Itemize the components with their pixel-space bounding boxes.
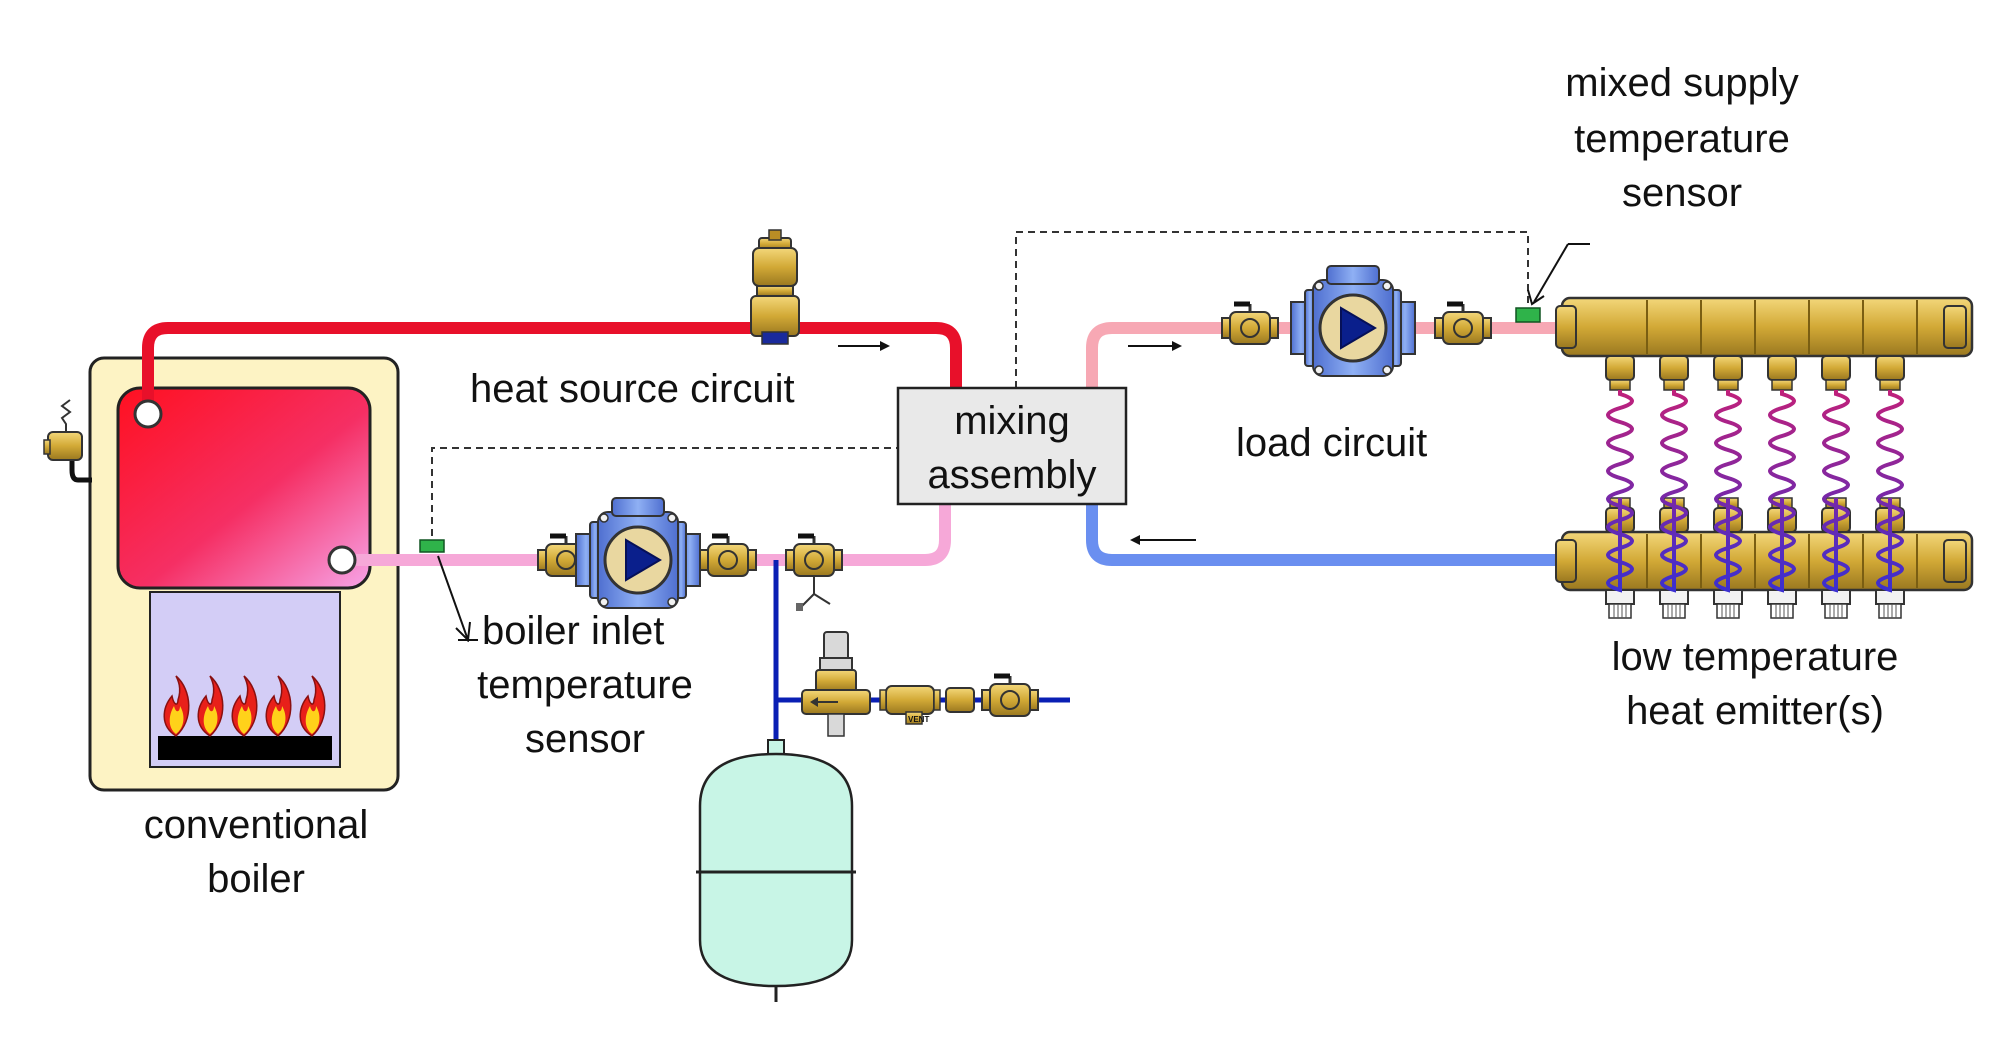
flame-icon [197, 675, 224, 737]
boiler-return-port [327, 545, 357, 575]
emitter-loop-icon [1606, 390, 1634, 593]
label-mixed-supply-sensor-2: temperature [1574, 117, 1790, 161]
label-mixed-supply-sensor-1: mixed supply [1565, 61, 1798, 105]
vent-tag: VENT [908, 715, 929, 724]
emitter-loop-icon [1660, 390, 1688, 593]
conventional-boiler [88, 356, 400, 792]
flow-arrow-icon [1128, 341, 1182, 351]
supply-port-icon [1821, 355, 1851, 391]
isolation-valve-icon [1222, 304, 1278, 344]
balancing-valve-cap-icon [1605, 589, 1635, 619]
boiler-supply-port [133, 399, 163, 429]
boiler-return-pipe [340, 500, 951, 566]
air-vent-icon [750, 229, 800, 345]
balancing-valve-cap-icon [1767, 589, 1797, 619]
load-return-pipe [1086, 500, 1560, 566]
label-boiler-inlet-sensor-1: boiler inlet [482, 609, 664, 653]
label-mixed-supply-sensor-3: sensor [1622, 171, 1742, 215]
backflow-preventer-icon: VENT [879, 685, 941, 725]
emitter-loop-icon [1876, 390, 1904, 593]
isolation-valve-icon [700, 536, 756, 576]
flame-icon [231, 675, 258, 737]
label-load-circuit: load circuit [1236, 421, 1427, 465]
mixing-assembly [896, 386, 1128, 506]
supply-port-icon [1767, 355, 1797, 391]
circulator-pump-icon [1289, 264, 1417, 378]
flame-icon [265, 675, 292, 737]
label-mixing-assembly-2: assembly [928, 453, 1097, 497]
label-mixing-assembly-1: mixing [954, 399, 1070, 443]
sensor-wire [431, 447, 898, 548]
purge-valve-icon [786, 536, 842, 611]
balancing-valve-cap-icon [1821, 589, 1851, 619]
emitter-loop-icon [1822, 390, 1850, 593]
mixed-supply-pipe [1086, 322, 1560, 392]
label-heat-emitters-2: heat emitter(s) [1626, 689, 1884, 733]
mixed-supply-sensor [1515, 307, 1541, 323]
return-manifold [1555, 497, 1974, 619]
balancing-valve-cap-icon [1713, 589, 1743, 619]
strainer-icon [945, 687, 975, 713]
emitter-loop-icon [1768, 390, 1796, 593]
label-boiler-inlet-sensor-3: sensor [525, 717, 645, 761]
relief-valve-icon [43, 399, 92, 483]
heat-emitter-loops [1606, 390, 1904, 593]
flame-icon [299, 675, 326, 737]
expansion-tank [696, 739, 856, 1002]
label-conventional-boiler-1: conventional [144, 803, 369, 847]
heat-source-supply-pipe [142, 322, 962, 412]
label-heat-source-circuit: heat source circuit [470, 367, 795, 411]
supply-manifold [1555, 296, 1974, 391]
supply-port-icon [1875, 355, 1905, 391]
isolation-valve-icon [982, 676, 1038, 716]
label-boiler-inlet-sensor-2: temperature [477, 663, 693, 707]
isolation-valve-icon [1435, 304, 1491, 344]
supply-port-icon [1605, 355, 1635, 391]
sensor-wire [1015, 231, 1529, 388]
supply-port-icon [1713, 355, 1743, 391]
emitter-loop-icon [1714, 390, 1742, 593]
circulator-pump-icon [574, 496, 702, 610]
boiler-inlet-sensor [419, 539, 445, 553]
balancing-valve-cap-icon [1659, 589, 1689, 619]
flame-icon [163, 675, 190, 737]
supply-port-icon [1659, 355, 1689, 391]
label-heat-emitters-1: low temperature [1612, 635, 1899, 679]
label-conventional-boiler-2: boiler [207, 857, 305, 901]
pressure-reducing-valve-icon [801, 631, 871, 737]
balancing-valve-cap-icon [1875, 589, 1905, 619]
flow-arrow-icon [1130, 535, 1196, 545]
burner-flames [163, 675, 326, 737]
flow-arrow-icon [838, 341, 890, 351]
